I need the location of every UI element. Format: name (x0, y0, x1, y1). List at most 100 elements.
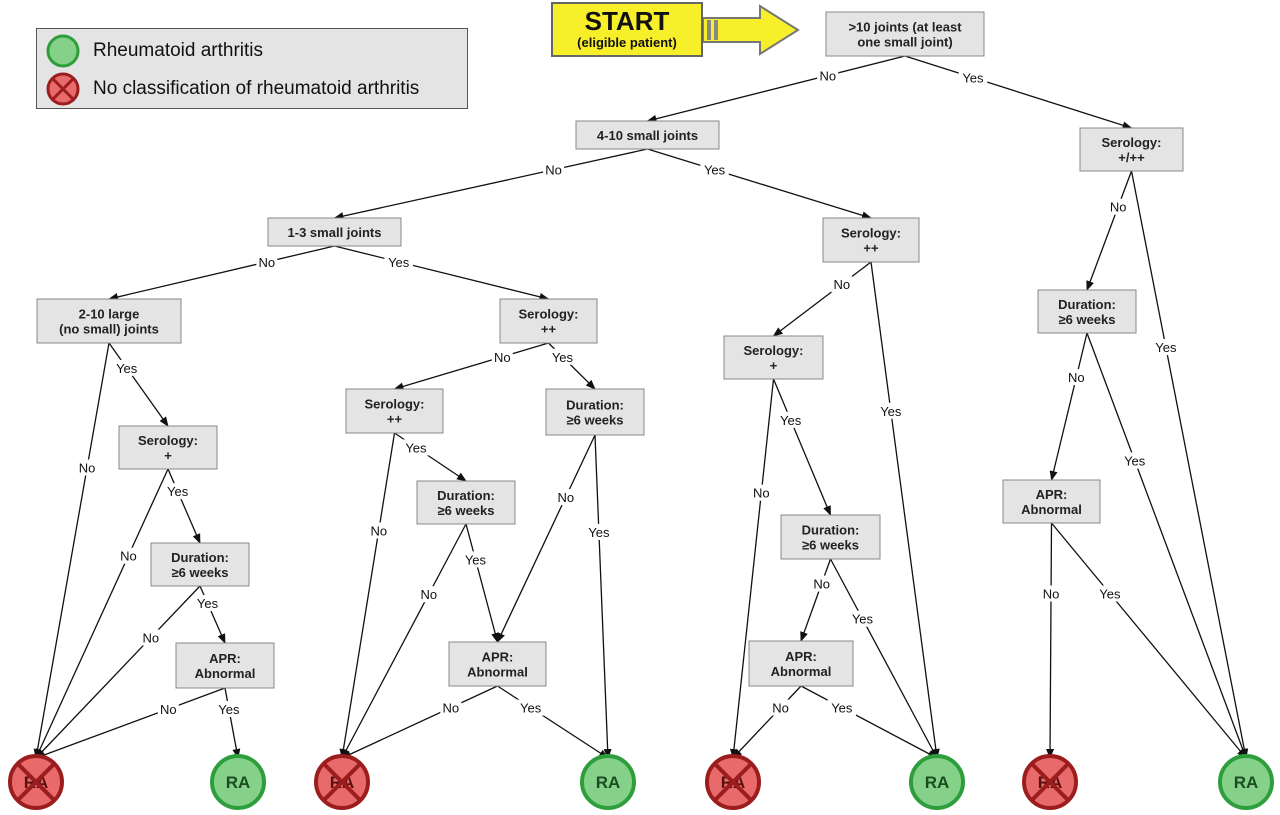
decision-node-d5: Duration:≥6 weeks (150, 542, 250, 587)
edge-label-bg (555, 489, 577, 506)
edge-arrow (904, 55, 1133, 130)
edge-label: No (753, 486, 770, 501)
legend-item-ra: Rheumatoid arthritis (45, 33, 263, 69)
edge-label: Yes (1155, 340, 1177, 355)
legend-label-no-ra: No classification of rheumatoid arthriti… (93, 78, 420, 99)
decision-text: Duration: (1058, 297, 1116, 312)
decision-node-s5: Serology:++ (345, 388, 444, 434)
decision-node-a3: APR:Abnormal (448, 641, 547, 687)
edge-label: No (813, 577, 830, 592)
terminals-layer: RARARARARARARARA (8, 754, 1274, 810)
edge-arrow (35, 585, 201, 759)
edge-label-bg (700, 161, 729, 178)
edge-arrow (333, 148, 648, 220)
cross-mark (713, 762, 753, 802)
ra-outcome: RA (580, 754, 636, 810)
edge-arrow (167, 468, 201, 544)
decision-box (36, 298, 182, 344)
decision-text: Duration: (171, 550, 229, 565)
edge-label-bg (750, 484, 772, 501)
edge-label-bg (163, 483, 192, 500)
edge-label: Yes (218, 702, 240, 717)
edge-label-bg (958, 69, 988, 86)
edge-arrow (496, 434, 596, 643)
edge-label: No (545, 163, 562, 178)
no-ra-outcome: RA (1022, 754, 1078, 810)
edges-layer (33, 55, 1249, 759)
edge-arrow (800, 558, 832, 642)
decision-text: one small joint) (857, 35, 952, 50)
edge-label-bg (384, 253, 413, 270)
decision-box (545, 388, 645, 436)
edge-label: No (1110, 200, 1127, 215)
decision-text: Abnormal (467, 665, 528, 680)
edge-label: Yes (852, 612, 874, 627)
edge-label-bg (1151, 339, 1181, 356)
decision-box (175, 642, 275, 689)
decision-node-s2: Serology:++ (822, 217, 920, 263)
decision-box (780, 514, 881, 560)
edge-label-bg (491, 348, 513, 365)
decision-text: +/++ (1118, 150, 1145, 165)
edge-label-bg (831, 276, 853, 293)
edge-arrow (800, 685, 938, 759)
decision-text: Abnormal (195, 666, 256, 681)
decision-text: >10 joints (at least (848, 20, 962, 35)
decision-text: 2-10 large (79, 307, 140, 322)
decision-box (118, 425, 218, 470)
decision-box (748, 640, 854, 687)
edge-label: No (370, 524, 387, 539)
edge-label-bg (76, 459, 98, 476)
start-title: START (584, 6, 670, 36)
edge-label: Yes (388, 255, 410, 270)
edge-label-bg (584, 523, 614, 540)
outcome-label: RA (226, 773, 251, 792)
green-circle-icon (1218, 754, 1274, 810)
legend-label-ra: Rheumatoid arthritis (93, 40, 264, 61)
decision-box (345, 388, 444, 434)
edge-label: Yes (405, 440, 427, 455)
edge-label: No (1043, 587, 1060, 602)
decision-node-d4: Duration:≥6 weeks (416, 480, 516, 525)
edge-label: No (557, 490, 574, 505)
edge-label-bg (461, 551, 490, 568)
edge-arrow (199, 585, 226, 644)
decision-node-n410: 4-10 small joints (575, 120, 720, 150)
legend-item-no-ra: No classification of rheumatoid arthriti… (45, 71, 419, 107)
edge-arrow (341, 685, 498, 759)
cross-mark (1030, 762, 1070, 802)
edge-label-bg (876, 402, 906, 419)
edge-label-bg (776, 411, 805, 428)
decision-text: APR: (482, 650, 514, 665)
decision-text: + (770, 358, 778, 373)
edge-arrow (35, 687, 226, 759)
edge-label: Yes (197, 596, 219, 611)
edge-label-bg (193, 595, 222, 612)
edge-label: Yes (167, 484, 189, 499)
edge-label: Yes (780, 413, 802, 428)
decision-text: Serology: (1102, 135, 1162, 150)
decision-box (416, 480, 516, 525)
red-crossed-circle-icon (46, 72, 80, 106)
edge-label-bg (214, 701, 244, 717)
edge-label-bg (368, 522, 390, 539)
edge-label-bg (157, 701, 179, 717)
edge-label-bg (140, 629, 162, 646)
decision-text: Duration: (437, 488, 495, 503)
edge-arrow (1086, 170, 1133, 291)
edge-label: Yes (465, 552, 487, 567)
edge-label-bg (112, 359, 141, 376)
edge-label: Yes (1099, 587, 1121, 602)
edge-label-bg (543, 161, 565, 178)
edge-label: No (120, 549, 137, 564)
edge-label: Yes (552, 350, 574, 365)
edge-arrow (646, 55, 906, 123)
edge-label: Yes (831, 701, 853, 716)
decision-text: (no small) joints (59, 322, 159, 337)
decision-box (723, 335, 824, 380)
decision-box (822, 217, 920, 263)
ra-outcome: RA (1218, 754, 1274, 810)
decision-text: ≥6 weeks (437, 503, 494, 518)
